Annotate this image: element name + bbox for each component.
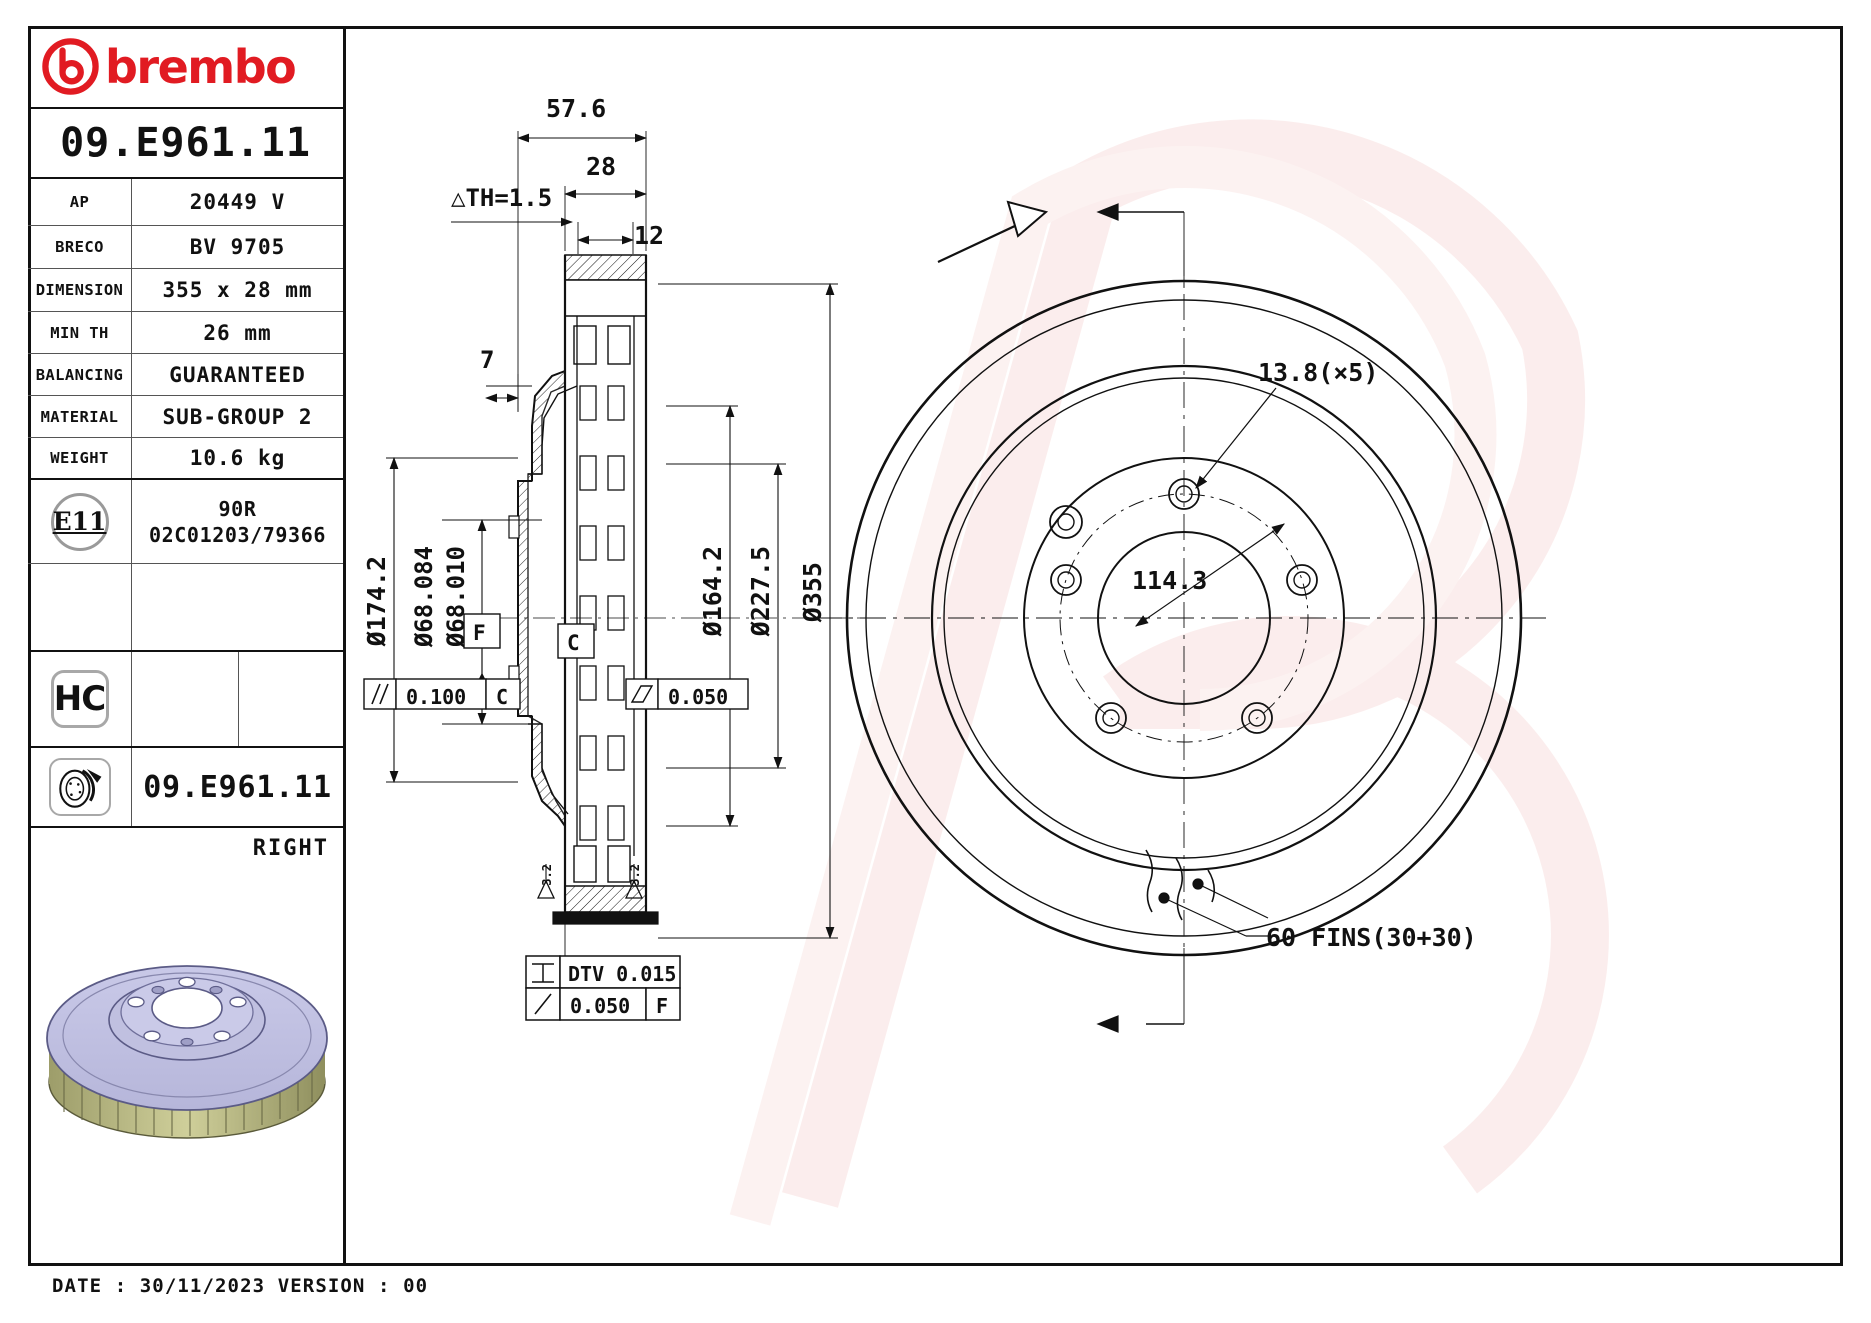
e11-badge-icon: E11 — [50, 492, 109, 551]
dim-center-bore-min: Ø68.010 — [442, 546, 470, 648]
empty-row — [28, 564, 343, 652]
dim-outer-diameter: Ø355 — [798, 562, 827, 623]
dim-mid-diameter: Ø227.5 — [746, 546, 775, 637]
hc-badge-row: HC — [28, 652, 343, 748]
drawing-svg — [363, 131, 1552, 1033]
hc-badge-cell: HC — [28, 652, 132, 746]
gdt-profile-value: 0.050 — [570, 994, 631, 1018]
gdt-profile-datum: F — [656, 994, 669, 1018]
brand-logo-row: brembo — [28, 26, 343, 109]
spec-value-ap: 20449 V — [189, 190, 286, 214]
spec-label-dimension: DIMENSION — [28, 269, 132, 311]
disc-reference-row: 09.E961.11 — [28, 748, 343, 828]
spec-label-min-th: MIN TH — [28, 312, 132, 353]
homologation-row: E11 90R 02C01203/79366 — [28, 480, 343, 564]
spec-row-weight: WEIGHT 10.6 kg — [28, 438, 343, 480]
dim-hub-bore-od: Ø174.2 — [362, 556, 391, 647]
dim-overall-width: 57.6 — [546, 94, 607, 123]
part-number-row: 09.E961.11 — [28, 109, 343, 179]
dim-th-variation: △TH=1.5 — [451, 184, 553, 212]
micro-finish-left: 3.2 — [540, 864, 554, 886]
hc-empty-cell-2 — [239, 652, 343, 746]
brembo-b-logo-icon — [42, 38, 99, 95]
spec-row-material: MATERIAL SUB-GROUP 2 — [28, 396, 343, 438]
hc-empty-cell-1 — [132, 652, 239, 746]
gdt-dtv-value: DTV 0.015 — [568, 962, 677, 986]
engineering-drawing: 57.6 28 △TH=1.5 12 7 Ø174.2 Ø68.084 Ø68.… — [346, 26, 1843, 1266]
homologation-line2: 02C01203/79366 — [149, 522, 326, 547]
spec-value-weight: 10.6 kg — [189, 446, 286, 470]
spec-value-min-th: 26 mm — [203, 320, 272, 345]
spec-value-dimension: 355 x 28 mm — [162, 278, 313, 302]
spec-row-dimension: DIMENSION 355 x 28 mm — [28, 269, 343, 312]
datum-c-label: C — [567, 631, 580, 655]
hc-badge-icon: HC — [50, 670, 109, 728]
homologation-line1: 90R — [218, 496, 257, 521]
spec-row-min-th: MIN TH 26 mm — [28, 312, 343, 354]
spec-label-balancing: BALANCING — [28, 354, 132, 395]
part-number: 09.E961.11 — [60, 120, 311, 166]
gdt-flatness-value: 0.050 — [668, 685, 729, 709]
side-label: RIGHT — [252, 836, 329, 861]
disc-icon-cell — [28, 748, 132, 826]
dim-hat-offset: 12 — [634, 221, 665, 250]
spec-label-material: MATERIAL — [28, 396, 132, 437]
spec-label-weight: WEIGHT — [28, 438, 132, 478]
homologation-value: 90R 02C01203/79366 — [132, 480, 343, 563]
spec-label-ap: AP — [28, 179, 132, 225]
datum-f-label: F — [473, 621, 486, 645]
dim-inner-diameter: Ø164.2 — [698, 546, 727, 637]
spec-row-balancing: BALANCING GUARANTEED — [28, 354, 343, 396]
footer-date-version: DATE : 30/11/2023 VERSION : 00 — [52, 1275, 429, 1297]
micro-finish-right: 3.2 — [628, 864, 642, 886]
title-block-panel: brembo 09.E961.11 AP 20449 V BRECO BV 97… — [28, 26, 346, 1266]
spec-value-balancing: GUARANTEED — [169, 362, 306, 387]
product-photo-row: RIGHT — [28, 828, 343, 1273]
spec-row-ap: AP 20449 V — [28, 179, 343, 226]
dim-center-bore-max: Ø68.084 — [410, 546, 438, 648]
empty-cell-left — [28, 564, 132, 650]
spec-label-breco: BRECO — [28, 226, 132, 268]
drawing-sheet-border — [28, 26, 1843, 1266]
note-bolt-hole-diameter: 13.8(×5) — [1258, 358, 1379, 387]
e-mark-cell: E11 — [28, 480, 132, 563]
gdt-parallelism-value: 0.100 — [406, 685, 467, 709]
note-pcd: 114.3 — [1132, 566, 1208, 595]
spec-value-material: SUB-GROUP 2 — [162, 404, 313, 429]
gdt-parallelism-datum: C — [496, 685, 509, 709]
dim-disc-thickness: 28 — [586, 152, 617, 181]
dim-neck: 7 — [480, 346, 495, 374]
disc-reference-number: 09.E961.11 — [143, 769, 332, 805]
e11-badge-text: E11 — [52, 507, 107, 536]
spec-row-breco: BRECO BV 9705 — [28, 226, 343, 269]
spec-value-breco: BV 9705 — [189, 235, 286, 259]
note-fins: 60 FINS(30+30) — [1266, 923, 1477, 952]
brand-name: brembo — [105, 39, 297, 94]
product-photo — [46, 965, 328, 1139]
brake-disc-icon — [48, 758, 111, 816]
